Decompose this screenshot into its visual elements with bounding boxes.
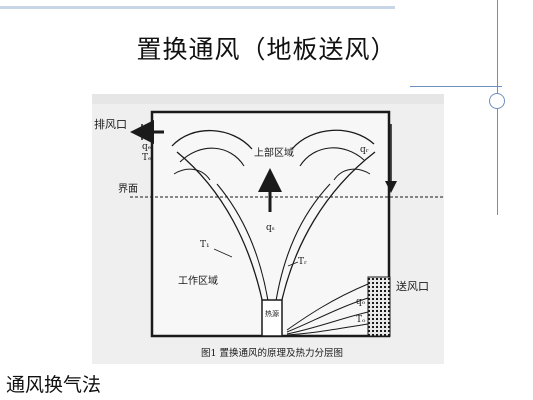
supply-q-label: qₒ (356, 297, 366, 307)
swirl-right-3 (333, 168, 371, 181)
exhaust-t-label: Tₑ (142, 153, 152, 163)
floor-flow-1 (286, 283, 369, 331)
floor-flow-4 (286, 323, 369, 336)
heat-source-label: 热源 (265, 309, 279, 318)
floor-flow-2 (286, 297, 369, 333)
t1-leader (213, 248, 233, 258)
decorative-top-line (0, 6, 395, 9)
t1-label: T₁ (200, 240, 210, 250)
exhaust-label: 排风口 (94, 117, 127, 131)
qs-label: qₛ (266, 223, 275, 233)
decorative-right-line (410, 86, 502, 87)
work-zone-label: 工作区域 (178, 274, 218, 287)
swirl-right-1 (291, 129, 375, 150)
swirl-left-2 (179, 147, 245, 167)
swirl-left-3 (173, 168, 211, 181)
upper-zone-label: 上部区域 (254, 146, 294, 159)
room-outline (150, 110, 391, 338)
footer-label: 通风换气法 (6, 374, 102, 396)
swirl-right-2 (299, 147, 365, 167)
plume-right-outer (278, 151, 376, 315)
supply-label: 送风口 (396, 279, 429, 293)
slide-title: 置换通风（地板送风） (136, 35, 397, 64)
heat-source-box (261, 299, 283, 337)
plume-left-inner (216, 183, 271, 315)
exhaust-q-label: qₑ (142, 142, 152, 152)
qr-label: qᵣ (360, 145, 369, 155)
tr-leader (287, 261, 299, 267)
figure-paper-edge (92, 94, 444, 104)
interface-label: 界面 (118, 183, 138, 195)
floor-flow-3 (286, 311, 369, 335)
tr-label: Tᵣ (298, 257, 307, 267)
plume-right-inner (273, 183, 331, 315)
diagram-svg: 排风口 qₑ Tₑ 上部区域 界面 qᵣ qₛ T₁ Tᵣ 工作区域 送风口 q… (92, 94, 444, 364)
plume-left-outer (176, 151, 266, 315)
swirl-left-1 (171, 129, 253, 150)
supply-grille (367, 276, 391, 337)
displacement-ventilation-figure: 排风口 qₑ Tₑ 上部区域 界面 qᵣ qₛ T₁ Tᵣ 工作区域 送风口 q… (92, 94, 444, 364)
figure-caption: 图1 置换通风的原理及热力分层图 (201, 347, 343, 359)
decorative-circle (489, 93, 505, 109)
supply-t-label: Tₒ (356, 315, 366, 325)
